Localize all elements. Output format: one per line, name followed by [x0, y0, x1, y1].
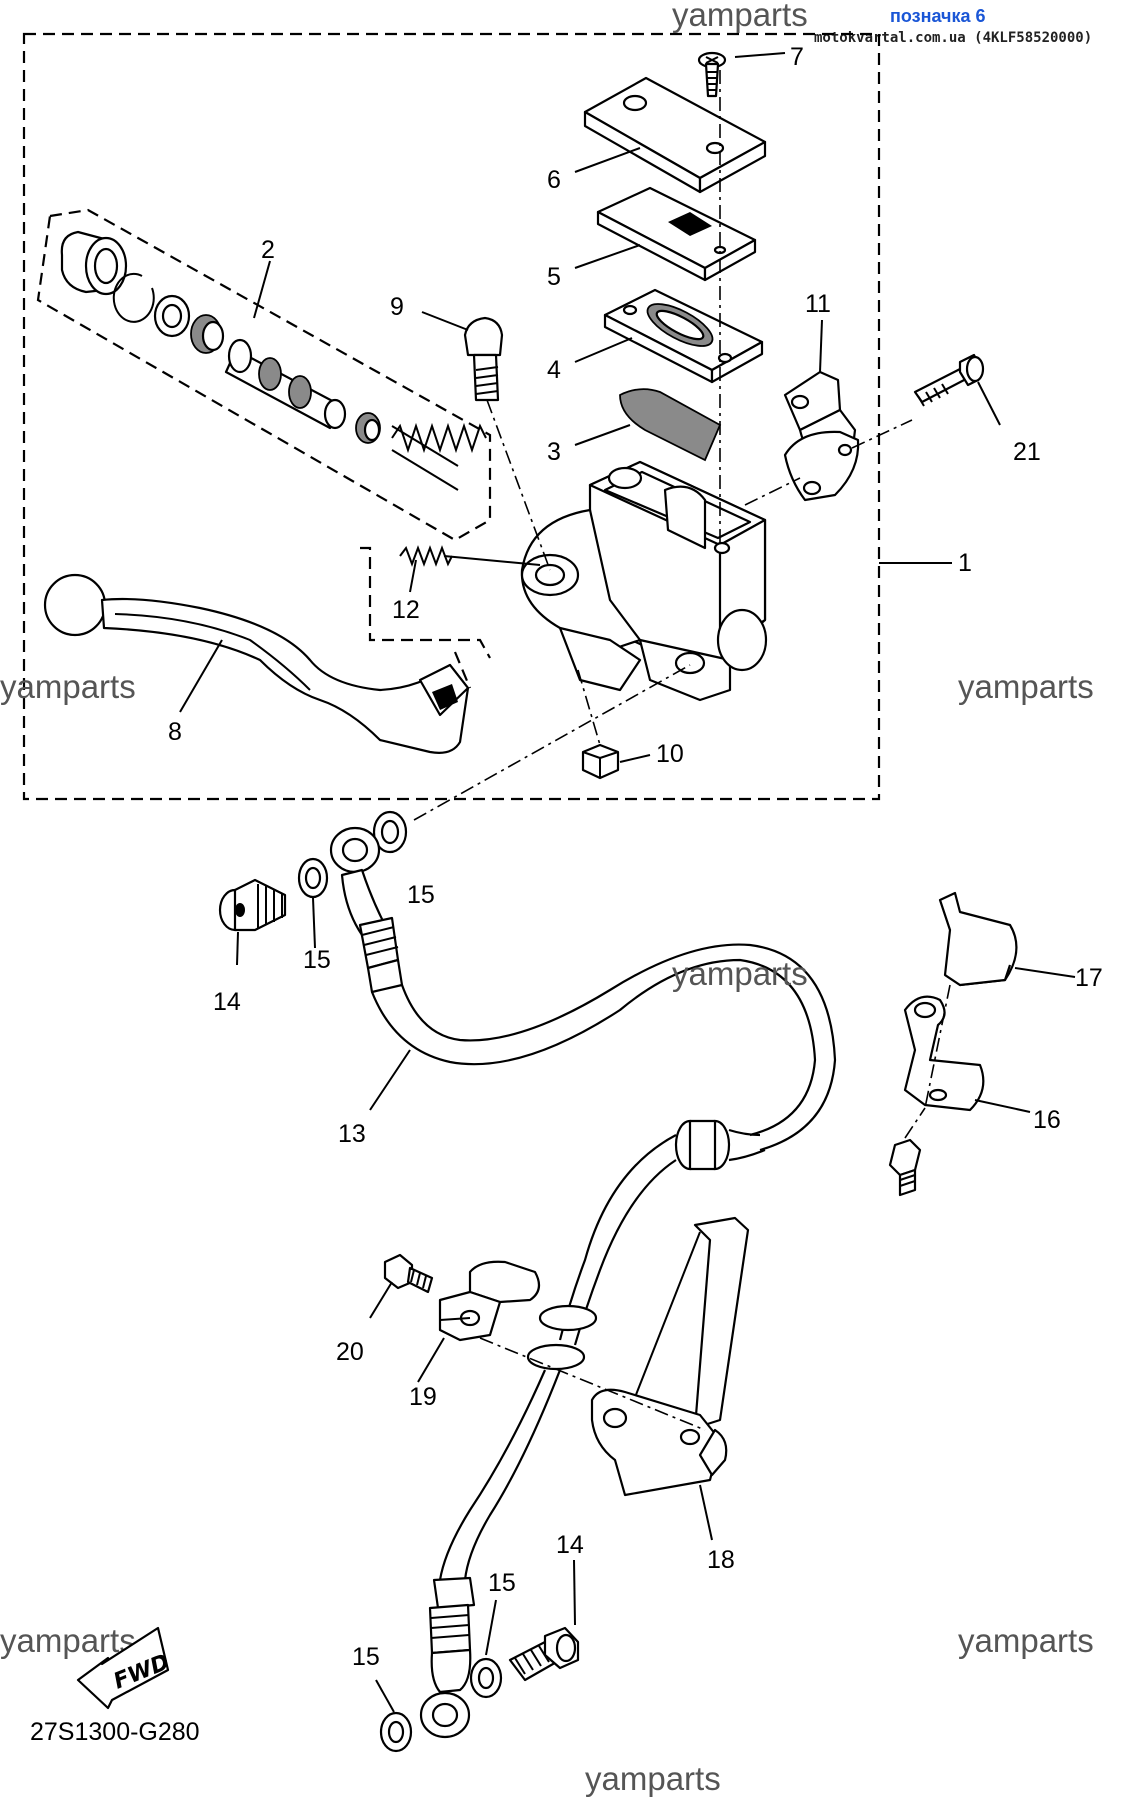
callout-19: 19: [409, 1383, 437, 1411]
reservoir-float: [619, 388, 722, 462]
upper-banjo: [329, 826, 404, 994]
hose-holder-16: [903, 995, 1031, 1113]
nut-axis: [577, 669, 601, 746]
brake-hose-lower-d: [463, 1369, 562, 1581]
hose-holder-17: [938, 891, 1076, 987]
lower-banjo: [419, 1576, 476, 1739]
leader-12: [409, 559, 417, 593]
leader-14b: [573, 1559, 576, 1626]
callout-12: 12: [392, 596, 420, 624]
brake-hose-13-upper: [370, 958, 817, 1137]
callout-15d: 15: [488, 1569, 516, 1597]
callout-18: 18: [707, 1546, 735, 1574]
callout-15c: 15: [352, 1643, 380, 1671]
leader-15c: [375, 1679, 395, 1713]
brake-hose-lower-c: [438, 1369, 547, 1581]
leader-19: [417, 1337, 445, 1383]
header-source: motokvartal.com.ua (4KLF58520000): [814, 30, 1092, 46]
leader-15d: [485, 1599, 497, 1656]
callout-8: 8: [168, 718, 182, 746]
holder-bolt: [888, 1138, 922, 1197]
banjo-axis: [413, 664, 691, 821]
union-bolt-14b: [508, 1626, 580, 1682]
callout-10: 10: [656, 740, 684, 768]
diaphragm-plate: [596, 186, 757, 282]
watermark: yamparts: [672, 0, 808, 33]
leader-15b: [312, 897, 316, 949]
piston-kit: [36, 208, 492, 542]
union-bolt-14a: [218, 878, 287, 932]
leader-8: [179, 639, 223, 713]
brake-hose-13-upper-b: [400, 943, 837, 1152]
leader-7: [734, 52, 786, 58]
leader-4: [574, 337, 633, 363]
callout-14b: 14: [556, 1531, 584, 1559]
leader-6: [574, 147, 641, 173]
pivot-bolt: [463, 316, 504, 402]
callout-9: 9: [390, 293, 404, 321]
callout-4: 4: [547, 356, 561, 384]
watermark: yamparts: [585, 1760, 721, 1797]
watermark: yamparts: [958, 1622, 1094, 1659]
leader-2: [253, 260, 271, 319]
hose-ring-a: [538, 1304, 598, 1332]
leader-21: [977, 381, 1001, 426]
hose-clamp-19: [438, 1260, 541, 1342]
spring-group: [360, 546, 491, 689]
watermark: yamparts: [958, 668, 1094, 705]
spring-leader: [443, 555, 541, 566]
clamp-bolt: [913, 353, 985, 407]
callout-21: 21: [1013, 438, 1041, 466]
bolt-axis: [851, 419, 913, 449]
leader-20: [369, 1281, 393, 1319]
hose-grommet: [674, 1119, 766, 1171]
watermark: yamparts: [672, 955, 808, 992]
leader-3: [574, 424, 631, 446]
callout-17: 17: [1075, 964, 1103, 992]
callout-20: 20: [336, 1338, 364, 1366]
callout-3: 3: [547, 438, 561, 466]
diaphragm: [603, 288, 764, 384]
callout-1: 1: [958, 549, 972, 577]
leader-11: [819, 319, 823, 373]
assembly-boundary: [22, 32, 881, 801]
callout-15a: 15: [407, 881, 435, 909]
hose-bracket-18: [590, 1216, 750, 1497]
holder-clamp: [783, 370, 860, 502]
callout-11: 11: [805, 290, 831, 318]
clamp-axis: [744, 477, 801, 506]
hose-ring-b: [526, 1343, 586, 1371]
leader-13: [369, 1049, 411, 1111]
leader-9: [421, 311, 469, 331]
header-tag: позначка 6: [890, 6, 986, 26]
leader-10: [619, 754, 651, 763]
watermark: yamparts: [0, 1622, 136, 1659]
callout-15b: 15: [303, 946, 331, 974]
clamp-bolt-20: [383, 1253, 434, 1294]
callout-5: 5: [547, 263, 561, 291]
lever-nut: [581, 743, 620, 780]
callout-14a: 14: [213, 988, 241, 1016]
leader-5: [574, 244, 641, 269]
callout-6: 6: [547, 166, 561, 194]
master-cylinder-body: [520, 460, 768, 702]
callout-13: 13: [338, 1120, 366, 1148]
watermark: yamparts: [0, 668, 136, 705]
callout-7: 7: [790, 43, 804, 71]
callout-16: 16: [1033, 1106, 1061, 1134]
cap-screw: [697, 51, 727, 98]
brake-lever: [43, 573, 470, 754]
bracket-axis: [479, 1337, 706, 1431]
diagram-code: 27S1300-G280: [30, 1718, 200, 1746]
leader-18: [699, 1484, 713, 1541]
callout-2: 2: [261, 236, 275, 264]
reservoir-cap: [583, 76, 767, 194]
pivot-axis: [486, 399, 551, 571]
holder-axis: [924, 984, 951, 1109]
leader-14a: [236, 931, 239, 966]
